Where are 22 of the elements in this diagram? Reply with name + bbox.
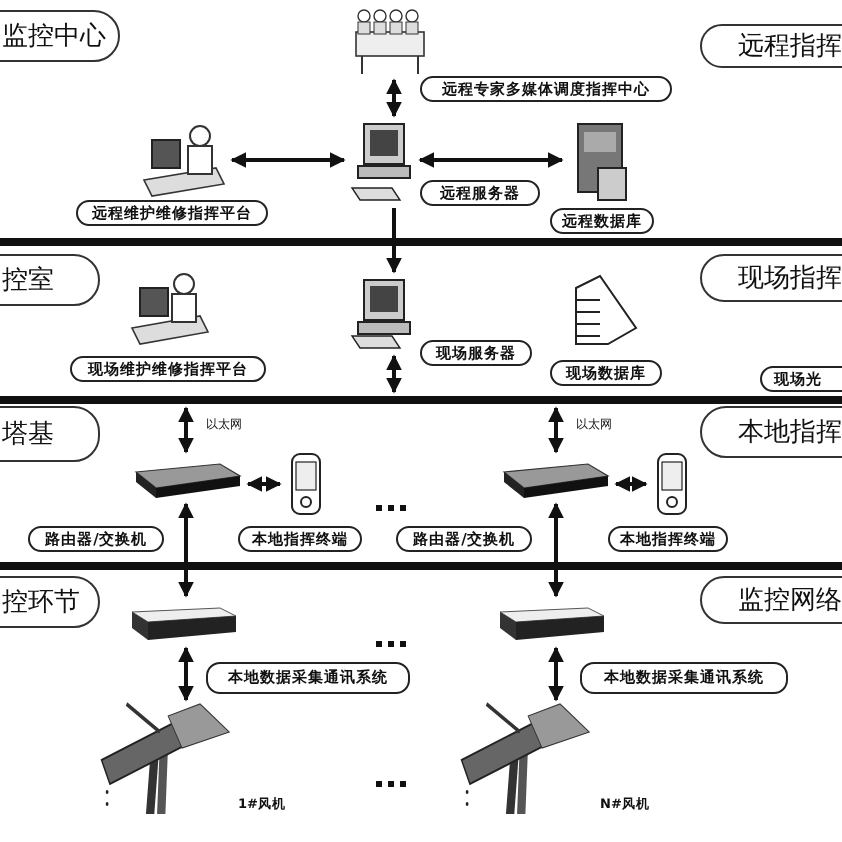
double-arrow — [548, 502, 564, 598]
level-label-pill: 控环节 — [0, 576, 100, 628]
double-arrow — [386, 78, 402, 118]
arrow — [386, 208, 402, 274]
level-label-pill: 控室 — [0, 254, 100, 306]
double-arrow — [178, 406, 194, 454]
double-arrow — [178, 502, 194, 598]
level-label-pill: 远程指挥 — [700, 24, 842, 68]
double-arrow — [230, 152, 346, 168]
double-arrow — [246, 476, 282, 492]
double-arrow — [386, 354, 402, 394]
double-arrow — [548, 406, 564, 454]
level-label-pill: 塔基 — [0, 406, 100, 462]
level-label-pill: 现场指挥 — [700, 254, 842, 302]
double-arrow — [548, 646, 564, 702]
double-arrow — [418, 152, 564, 168]
level-label-pill: 监控网络 — [700, 576, 842, 624]
level-label-pill: 监控中心 — [0, 10, 120, 62]
double-arrow — [614, 476, 648, 492]
network-bus-bar — [0, 396, 842, 404]
level-label-pill: 本地指挥 — [700, 406, 842, 458]
double-arrow — [178, 646, 194, 702]
